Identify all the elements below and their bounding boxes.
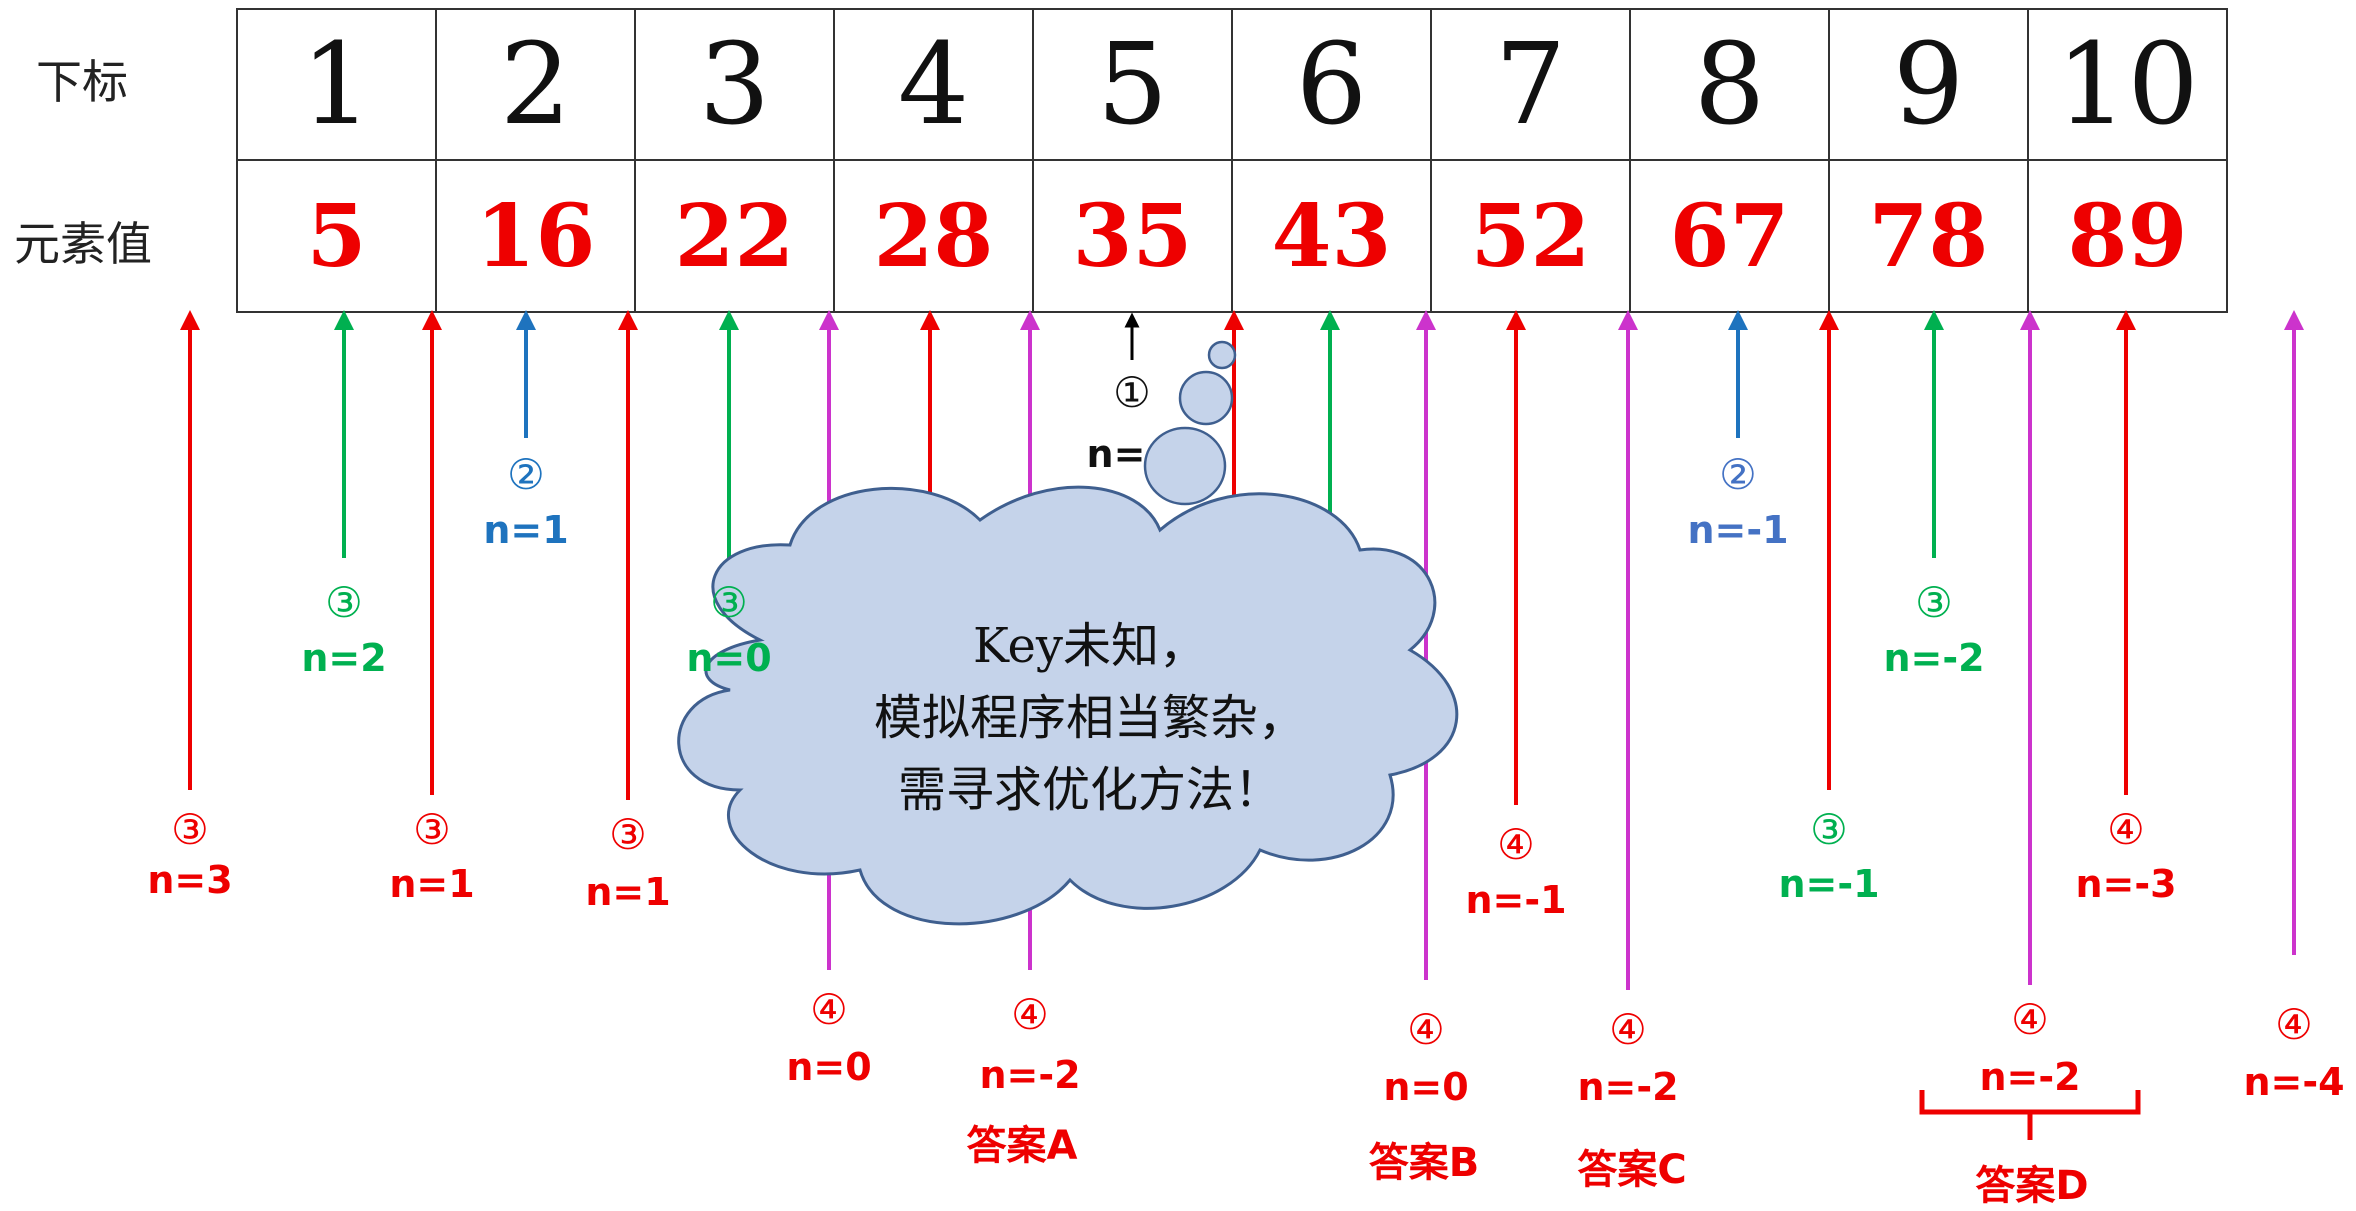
cloud-text-line: 需寻求优化方法！: [897, 762, 1282, 818]
marker-n-label: n=-2: [979, 1053, 1081, 1097]
marker-n-label: n=0: [1383, 1065, 1469, 1109]
marker-step-circle: ③: [171, 805, 209, 854]
marker-n-label: n=1: [389, 862, 475, 906]
thought-bubble-large: [1143, 426, 1227, 506]
marker-step-circle: ③: [609, 810, 647, 859]
marker-step-circle: ③: [710, 578, 748, 627]
marker-n-label: n=-2: [1979, 1055, 2081, 1099]
index-cell: 7: [1430, 8, 1631, 161]
marker-n-label: n=-4: [2243, 1060, 2345, 1104]
index-cell: 8: [1629, 8, 1830, 161]
step1-circle-label: ①: [1113, 368, 1151, 417]
value-cell: 52: [1430, 159, 1631, 313]
answer-d-brace: [1919, 1090, 2141, 1140]
marker-step-circle: ④: [1011, 990, 1049, 1039]
step1-n-label: n=: [1086, 432, 1146, 476]
value-cell: 43: [1231, 159, 1432, 313]
marker-step-circle: ④: [1407, 1005, 1445, 1054]
marker-step-circle: ④: [810, 985, 848, 1034]
marker-step-circle: ④: [2011, 995, 2049, 1044]
index-cell: 4: [833, 8, 1034, 161]
marker-step-circle: ④: [1497, 820, 1535, 869]
thought-bubble-small: [1207, 340, 1237, 370]
value-cell: 28: [833, 159, 1034, 313]
marker-n-label: n=-1: [1687, 508, 1789, 552]
value-cell: 5: [236, 159, 437, 313]
cloud-text-line: 模拟程序相当繁杂，: [873, 690, 1306, 746]
array-table: 1 2 3 4 5 6 7 8 9 10 5 16 22 28 35 43 52…: [236, 8, 2228, 313]
marker-step-circle: ②: [507, 450, 545, 499]
index-cell: 9: [1828, 8, 2029, 161]
marker-n-label: n=-3: [2075, 862, 2177, 906]
marker-n-label: n=1: [483, 508, 569, 552]
marker-step-circle: ③: [325, 578, 363, 627]
marker-step-circle: ③: [1915, 578, 1953, 627]
index-row: 1 2 3 4 5 6 7 8 9 10: [236, 8, 2228, 161]
index-cell: 6: [1231, 8, 1432, 161]
answer-c-label: 答案C: [1577, 1147, 1687, 1193]
marker-n-label: n=1: [585, 870, 671, 914]
value-row-label: 元素值: [14, 217, 152, 271]
marker-n-label: n=2: [301, 636, 387, 680]
marker-step-circle: ④: [2275, 1000, 2313, 1049]
marker-n-label: n=0: [786, 1045, 872, 1089]
marker-step-circle: ③: [413, 805, 451, 854]
index-cell: 2: [435, 8, 636, 161]
marker-n-label: n=0: [686, 636, 772, 680]
marker-step-circle: ④: [2107, 805, 2145, 854]
index-cell: 10: [2027, 8, 2228, 161]
marker-n-label: n=-2: [1883, 636, 1985, 680]
index-cell: 1: [236, 8, 437, 161]
marker-n-label: n=-2: [1577, 1065, 1679, 1109]
value-row: 5 16 22 28 35 43 52 67 78 89: [236, 159, 2228, 313]
value-cell: 35: [1032, 159, 1233, 313]
thought-bubble-medium: [1178, 370, 1234, 426]
cloud-body: [677, 485, 1459, 926]
marker-step-circle: ②: [1719, 450, 1757, 499]
answer-b-label: 答案B: [1368, 1140, 1480, 1186]
value-cell: 89: [2027, 159, 2228, 313]
marker-n-label: n=3: [147, 858, 233, 902]
index-row-label: 下标: [36, 55, 128, 109]
thought-cloud: [677, 340, 1459, 926]
marker-n-label: n=-1: [1465, 878, 1567, 922]
value-cell: 78: [1828, 159, 2029, 313]
cloud-text-line: Key未知，: [972, 618, 1208, 674]
marker-step-circle: ③: [1810, 805, 1848, 854]
index-cell: 3: [634, 8, 835, 161]
answer-a-label: 答案A: [966, 1123, 1078, 1169]
index-cell: 5: [1032, 8, 1233, 161]
cloud-text: Key未知， 模拟程序相当繁杂， 需寻求优化方法！: [740, 610, 1440, 826]
marker-n-label: n=-1: [1778, 862, 1880, 906]
marker-step-circle: ④: [1609, 1005, 1647, 1054]
answer-d-label: 答案D: [1975, 1163, 2089, 1209]
